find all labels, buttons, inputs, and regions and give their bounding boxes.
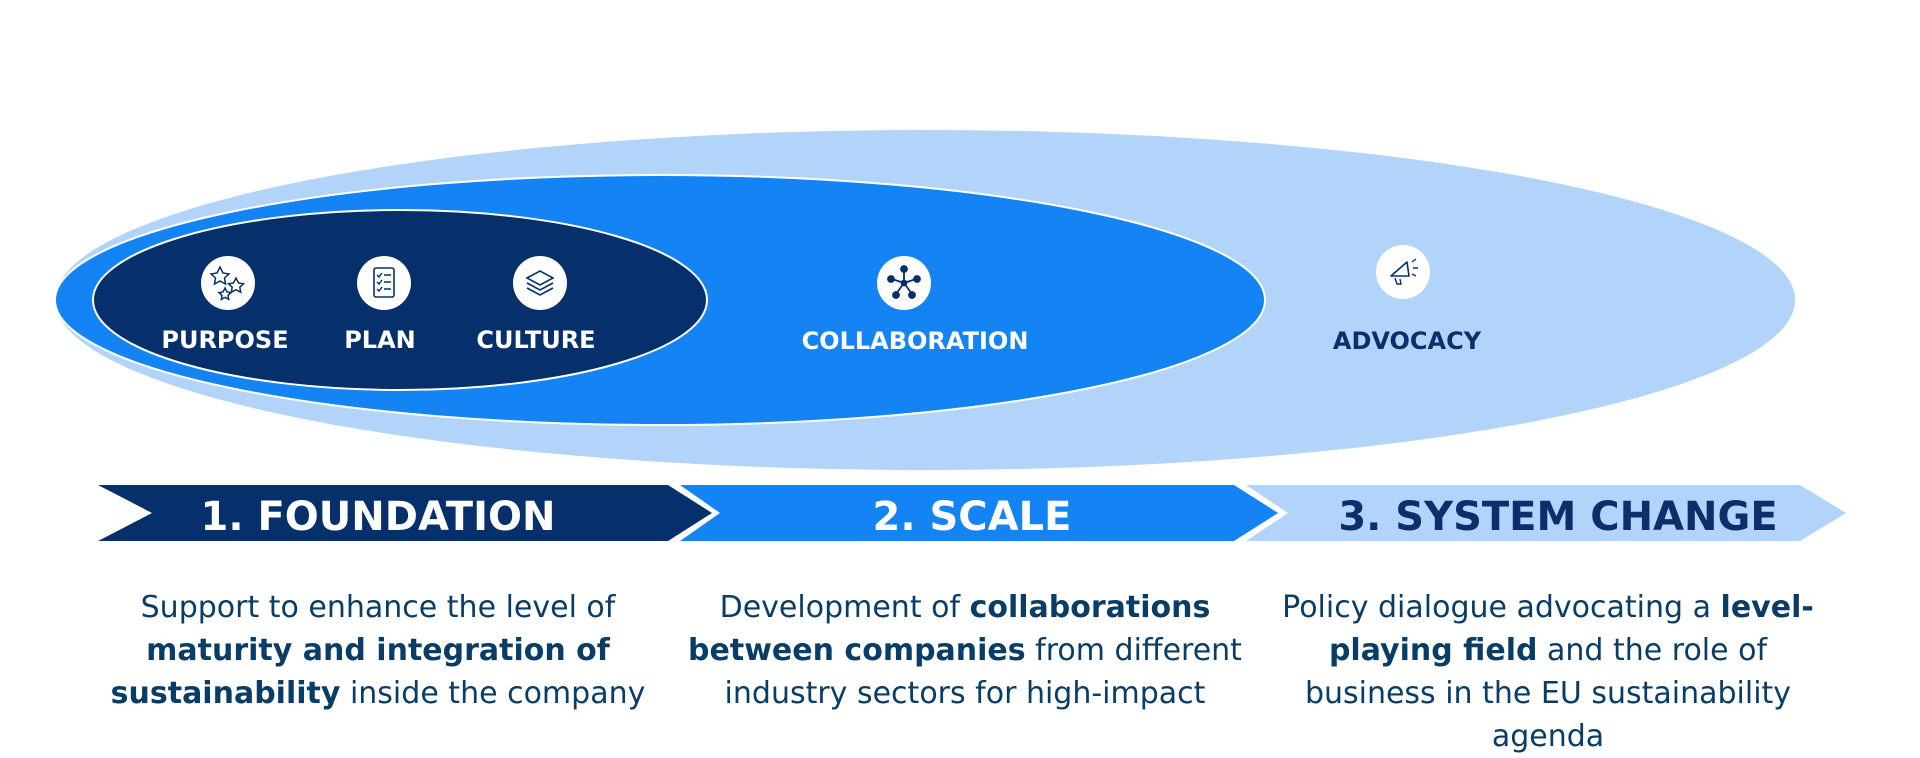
description-text: Development of	[719, 590, 970, 625]
pillar-advocacy-label: ADVOCACY	[1333, 327, 1482, 355]
stage-scale-banner	[680, 485, 1278, 541]
description-text: from different industry sectors for high…	[724, 633, 1242, 711]
description-bold-text: collaborations between companies	[688, 590, 1211, 668]
layers-icon	[513, 256, 567, 310]
network-icon	[877, 256, 931, 310]
stars-icon	[201, 256, 255, 310]
pillar-culture-label: CULTURE	[476, 326, 595, 354]
description-text: inside the company	[340, 676, 646, 711]
stage-foundation-banner	[98, 485, 712, 541]
stage-system-change-description: Policy dialogue advocating a level-playi…	[1268, 586, 1828, 758]
checklist-icon	[357, 256, 411, 310]
pillar-collaboration-label: COLLABORATION	[802, 327, 1029, 355]
description-bold-text: maturity and integration of sustainabili…	[110, 633, 610, 711]
pillar-plan-label: PLAN	[344, 326, 416, 354]
stage-foundation-title: 1. FOUNDATION	[201, 494, 556, 540]
stage-foundation-description: Support to enhance the level of maturity…	[98, 586, 658, 715]
stages-diagram: PURPOSE PLAN CULTURE COLLABORATION ADVOC…	[54, 130, 1846, 541]
stage-system-change-title: 3. SYSTEM CHANGE	[1338, 494, 1777, 540]
description-bold-text: level-playing field	[1328, 590, 1814, 668]
stage-scale-title: 2. SCALE	[873, 494, 1072, 540]
description-text: Policy dialogue advocating a	[1282, 590, 1721, 625]
description-text: Support to enhance the level of	[140, 590, 616, 625]
stage-scale-description: Development of collaborations between co…	[680, 586, 1250, 715]
megaphone-icon	[1376, 245, 1430, 299]
pillar-purpose-label: PURPOSE	[161, 326, 288, 354]
stage-system-change-banner	[1246, 485, 1846, 541]
